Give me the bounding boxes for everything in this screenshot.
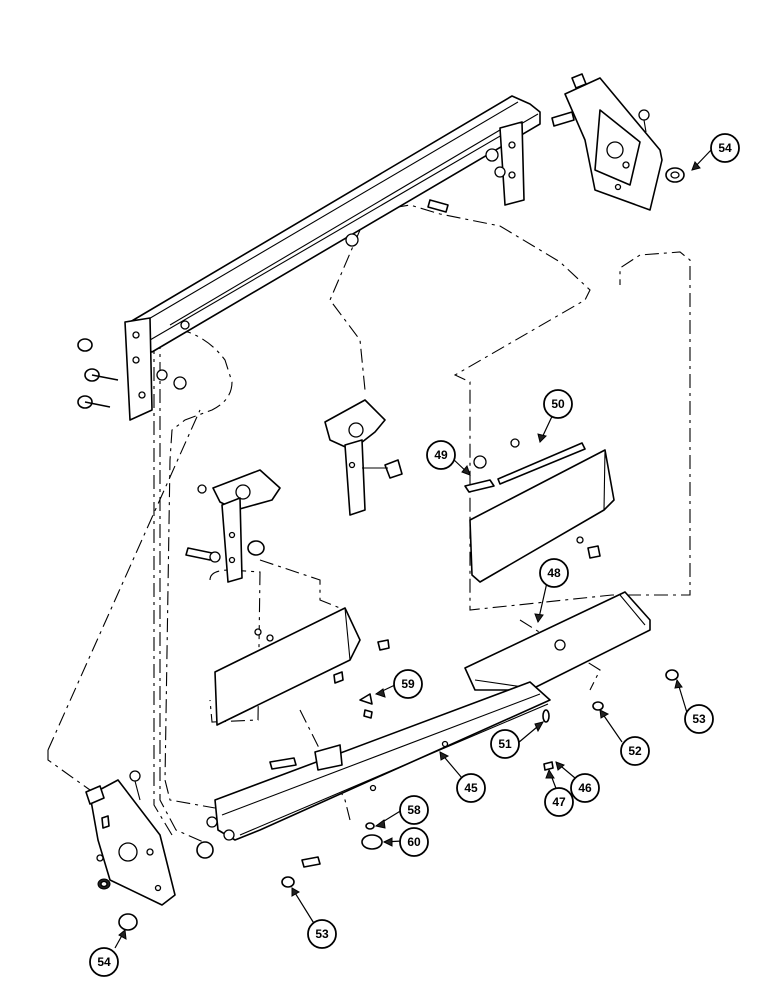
callout-52: 52 <box>620 736 650 766</box>
left-upright <box>185 469 281 583</box>
callout-58: 58 <box>399 795 429 825</box>
svg-text:54: 54 <box>97 955 111 969</box>
callout-49: 49 <box>426 440 456 470</box>
svg-text:45: 45 <box>464 781 478 795</box>
callout-54-top: 54 <box>710 133 740 163</box>
callout-46: 46 <box>570 773 600 803</box>
callout-45: 45 <box>456 773 486 803</box>
left-fasteners <box>77 199 449 409</box>
center-upright <box>324 399 403 516</box>
lower-left-bracket <box>85 770 176 931</box>
svg-text:53: 53 <box>692 712 706 726</box>
upper-right-bracket <box>551 73 685 211</box>
left-deflector-plate <box>214 607 390 726</box>
leader-arrowheads <box>118 161 701 940</box>
svg-text:54: 54 <box>718 141 732 155</box>
panel-outline <box>47 204 691 846</box>
svg-text:50: 50 <box>551 397 565 411</box>
svg-text:47: 47 <box>552 795 566 809</box>
svg-text:46: 46 <box>578 781 592 795</box>
right-deflector-plate <box>464 438 615 583</box>
svg-text:49: 49 <box>434 448 448 462</box>
callout-51: 51 <box>490 729 520 759</box>
callout-60: 60 <box>399 827 429 857</box>
svg-text:52: 52 <box>628 744 642 758</box>
svg-text:59: 59 <box>401 677 415 691</box>
svg-text:58: 58 <box>407 803 421 817</box>
top-cross-beam <box>124 95 541 421</box>
lower-channel <box>196 681 551 868</box>
svg-text:48: 48 <box>547 566 561 580</box>
callout-48: 48 <box>539 558 569 588</box>
callout-59: 59 <box>393 669 423 699</box>
svg-text:60: 60 <box>407 835 421 849</box>
callout-53-bottom: 53 <box>307 919 337 949</box>
callout-50: 50 <box>543 389 573 419</box>
callout-54-bottom: 54 <box>89 947 119 977</box>
svg-text:53: 53 <box>315 927 329 941</box>
bottom-trough <box>464 591 651 691</box>
callout-53-right: 53 <box>684 704 714 734</box>
small-hardware <box>281 669 679 888</box>
svg-text:51: 51 <box>498 737 512 751</box>
callout-47: 47 <box>544 787 574 817</box>
